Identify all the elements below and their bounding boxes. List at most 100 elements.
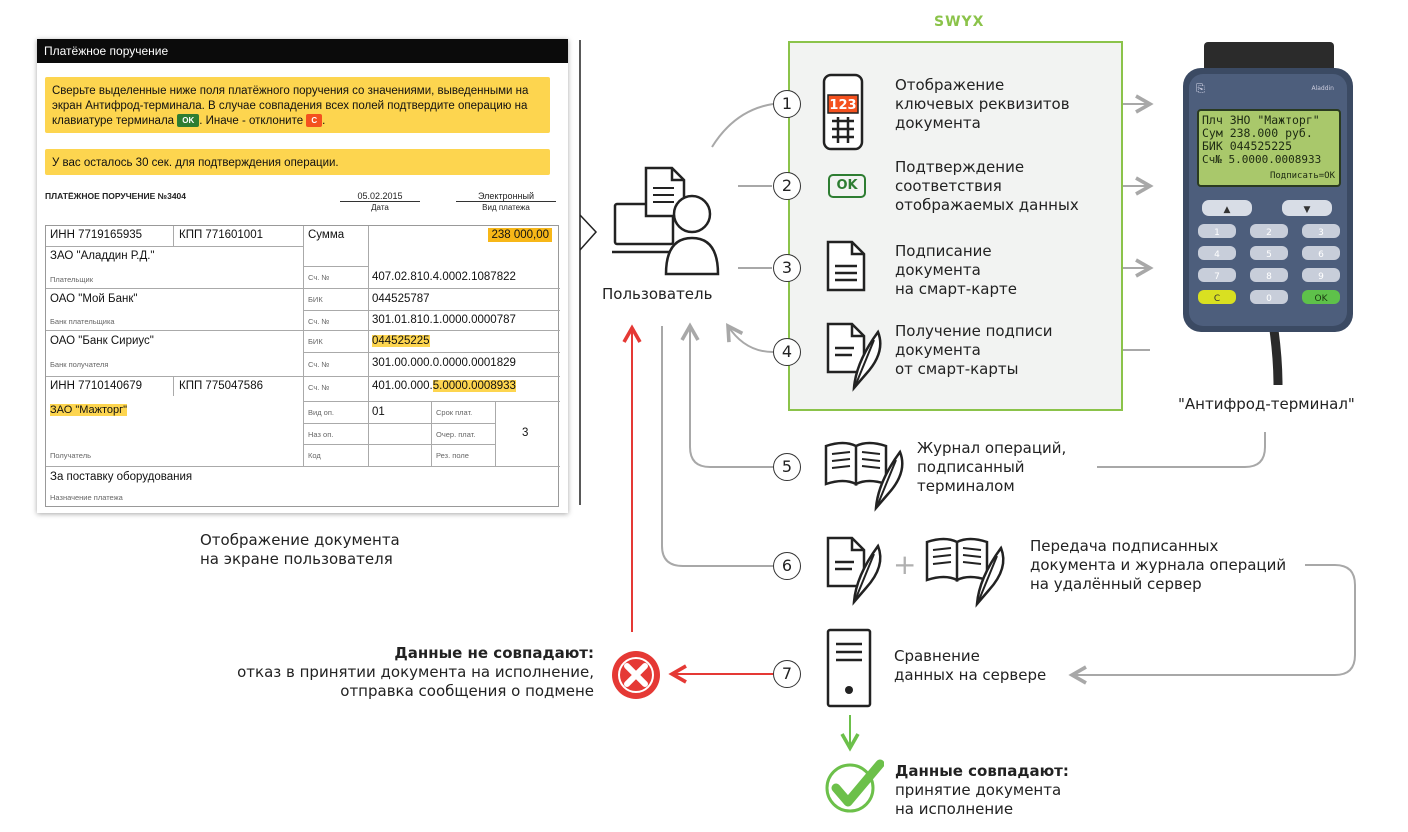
payee-inn: ИНН 7710140679 (50, 380, 143, 392)
terminal-screen-line-5: Подписать=OK (1270, 171, 1336, 181)
ok-key-badge: OK (177, 114, 200, 127)
svg-text:0: 0 (1266, 294, 1272, 304)
svg-text:⎘: ⎘ (1196, 82, 1205, 95)
verify-notice: Сверьте выделенные ниже поля платёжного … (45, 77, 550, 133)
svg-text:C: C (1214, 294, 1220, 304)
accept-icon (825, 759, 884, 813)
payee-kpp: КПП 775047586 (179, 380, 263, 392)
payee-account: 401.00.000.5.0000.0008933 (372, 380, 516, 392)
document-icon (826, 240, 866, 292)
mismatch-text: Данные не совпадают: отказ в принятии до… (237, 644, 594, 700)
server-icon (826, 628, 872, 708)
payee-caption: Получатель (50, 451, 91, 460)
timer-notice: У вас осталось 30 сек. для подтверждения… (45, 149, 550, 175)
res-field-label: Рез. поле (436, 451, 469, 460)
payer-name: ЗАО "Аладдин Р.Д." (50, 250, 155, 262)
match-text: Данные совпадают: принятие документа на … (895, 762, 1069, 818)
amount-value: 238 000,00 (488, 228, 552, 242)
payee-bank: ОАО "Банк Сириус" (50, 335, 154, 347)
terminal-screen-line-2: Сум 238.000 руб. (1202, 126, 1313, 140)
terminal-down-key (1282, 200, 1332, 216)
svg-text:9: 9 (1318, 272, 1324, 282)
payee-name: ЗАО "Мажторг" (50, 404, 128, 416)
queue-value: 3 (522, 427, 529, 439)
user-label: Пользователь (602, 285, 713, 303)
terminal-up-key (1202, 200, 1252, 216)
payee-bank-caption: Банк получателя (50, 360, 109, 369)
payer-bik: 044525787 (372, 293, 430, 305)
terminal-label: "Антифрод-терминал" (1178, 395, 1355, 413)
date-label: Дата (371, 203, 389, 212)
svg-text:8: 8 (1266, 272, 1272, 282)
svg-text:OK: OK (1315, 294, 1329, 304)
step-4-badge: 4 (773, 338, 801, 366)
reject-icon (612, 651, 660, 699)
payer-bik-label: БИК (308, 295, 323, 304)
antifraud-terminal: ⎘ Aladdin Плч ЗНО "Мажторг" Сум 238.000 … (1183, 42, 1353, 386)
pay-type-label: Вид платежа (482, 203, 530, 212)
payer-corr-account: 301.01.810.1.0000.0000787 (372, 314, 516, 326)
svg-text:2: 2 (1266, 228, 1272, 238)
payer-bank-caption: Банк плательщика (50, 317, 115, 326)
doc-title: ПЛАТЁЖНОЕ ПОРУЧЕНИЕ №3404 (45, 191, 187, 201)
signed-document-icon (826, 322, 882, 392)
payer-caption: Плательщик (50, 275, 93, 284)
op-type-value: 01 (372, 406, 385, 418)
svg-text:3: 3 (1318, 228, 1324, 238)
journal-icon (824, 441, 904, 512)
window-title: Платёжное поручение (37, 39, 568, 63)
payer-kpp: КПП 771601001 (179, 229, 263, 241)
svg-text:123: 123 (829, 98, 856, 113)
keypad-icon: 123 (822, 73, 864, 151)
svg-text:7: 7 (1214, 272, 1220, 282)
payer-acct-label: Сч. № (308, 273, 330, 282)
purpose-code-label: Наз оп. (308, 430, 334, 439)
document-caption: Отображение документа на экране пользова… (200, 531, 400, 568)
svg-text:4: 4 (1214, 250, 1220, 260)
user-computer-icon (612, 166, 720, 276)
cancel-key-badge: C (306, 114, 323, 127)
step-2-badge: 2 (773, 172, 801, 200)
terminal-screen-line-3: БИК 044525225 (1202, 139, 1292, 153)
payee-corr-account: 301.00.000.0.0000.0001829 (372, 357, 516, 369)
swyx-title: SWYX (934, 14, 985, 30)
payee-bik-label: БИК (308, 337, 323, 346)
step-5-badge: 5 (773, 453, 801, 481)
payment-table: ИНН 7719165935 КПП 771601001 Сумма 238 0… (45, 225, 560, 507)
svg-text:▲: ▲ (1224, 205, 1231, 215)
term-label: Срок плат. (436, 408, 473, 417)
svg-text:5: 5 (1266, 250, 1272, 260)
step-3-badge: 3 (773, 254, 801, 282)
svg-text:1: 1 (1214, 228, 1220, 238)
terminal-screen-line-4: Сч№ 5.0000.0008933 (1202, 153, 1321, 166)
payer-corr-label: Сч. № (308, 317, 330, 326)
pay-type-value: Электронный (456, 191, 556, 202)
amount-label: Сумма (308, 229, 345, 241)
date-value: 05.02.2015 (340, 191, 420, 202)
step-6-badge: 6 (773, 552, 801, 580)
signed-document-icon-2 (826, 536, 882, 606)
op-type-label: Вид оп. (308, 408, 334, 417)
journal-icon-2 (925, 537, 1005, 608)
purpose-text: За поставку оборудования (50, 471, 193, 483)
terminal-screen-line-1: Плч ЗНО "Мажторг" (1202, 113, 1320, 127)
payee-bik: 044525225 (372, 335, 430, 347)
payment-order-window: Платёжное поручение Сверьте выделенные н… (37, 39, 568, 513)
queue-label: Очер. плат. (436, 430, 476, 439)
svg-text:6: 6 (1318, 250, 1324, 260)
payer-bank: ОАО "Мой Банк" (50, 293, 138, 305)
code-label: Код (308, 451, 321, 460)
ok-icon: OK (828, 174, 866, 198)
purpose-caption: Назначение платежа (50, 493, 123, 502)
payee-acct-label: Сч. № (308, 383, 330, 392)
payer-account: 407.02.810.4.0002.1087822 (372, 271, 516, 283)
plus-sign: + (893, 548, 917, 581)
